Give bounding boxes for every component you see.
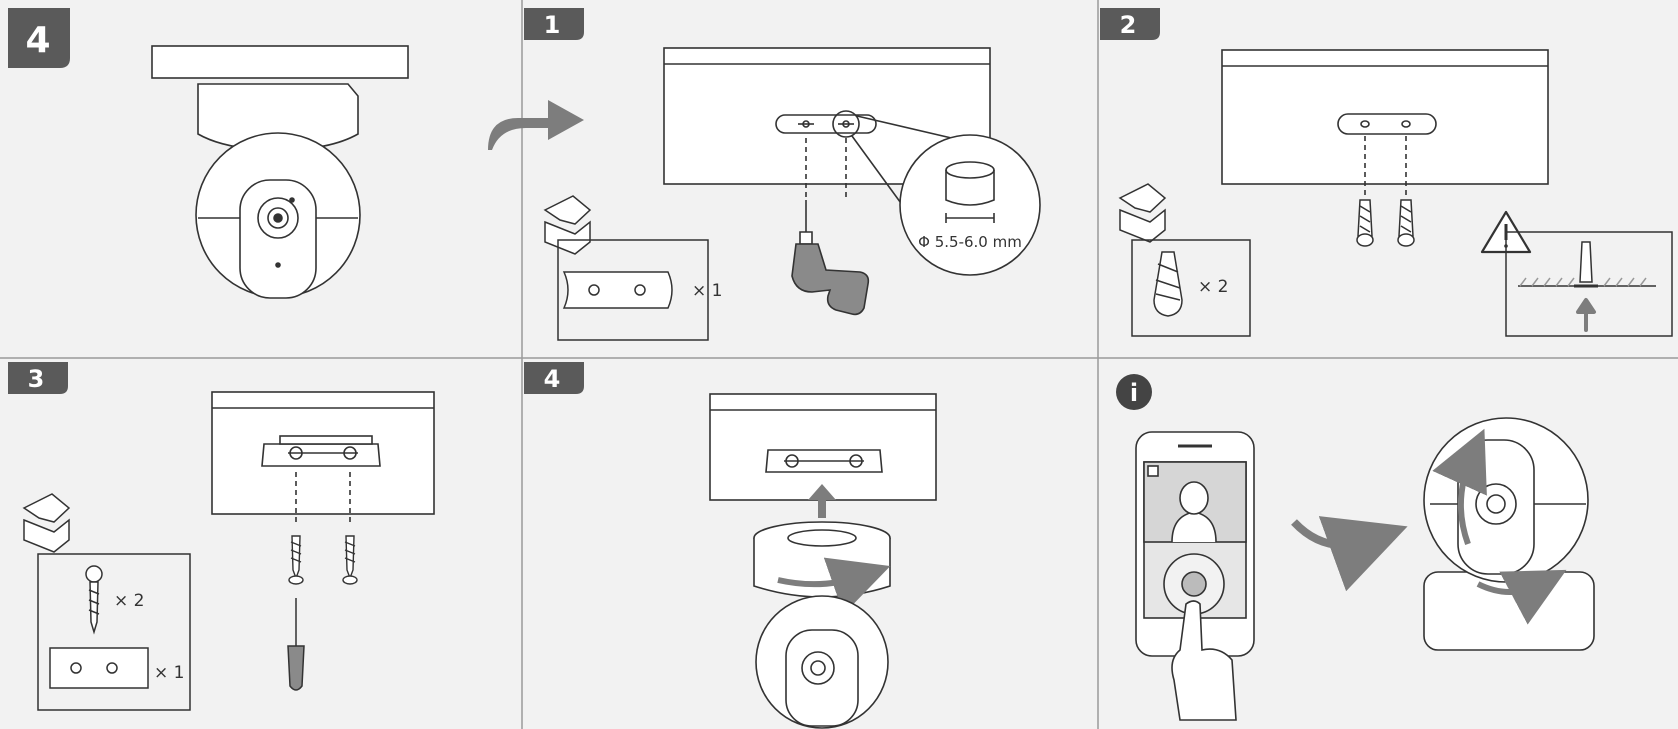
drill-icon: [791, 200, 870, 316]
step-badge-2: 2: [1100, 8, 1160, 40]
step-badge-3-label: 3: [28, 365, 45, 393]
twist-arrow: [777, 557, 891, 615]
step-badge-main: 4: [8, 8, 70, 68]
step-badge-4: 4: [524, 362, 584, 394]
attach-up-arrow: [808, 484, 836, 518]
step-badge-1-label: 1: [544, 11, 561, 39]
smartphone-illustration: [1135, 431, 1255, 657]
ceiling-board-3: [211, 391, 435, 526]
info-icon-label: i: [1130, 379, 1138, 407]
plate-qty-label-1: × 1: [692, 281, 722, 301]
plate-qty-label-3: × 1: [154, 663, 184, 683]
camera-rotating: [1423, 417, 1595, 651]
ceiling-board-4: [709, 393, 937, 501]
parts-box-3: [22, 493, 191, 711]
screw-qty-label: × 2: [114, 591, 144, 611]
screw-pair: [288, 535, 358, 585]
mounted-camera-illustration: [151, 45, 409, 299]
camera-ball-4: [755, 595, 889, 729]
screwdriver-icon: [287, 598, 305, 691]
parts-box-1: [543, 195, 709, 341]
tilt-arrow: [1432, 428, 1487, 546]
pan-arrow: [1476, 569, 1567, 625]
ceiling-board-1: [663, 47, 1041, 276]
step-badge-3: 3: [8, 362, 68, 394]
info-icon: i: [1116, 374, 1152, 410]
next-arrow: [488, 100, 584, 150]
ceiling-board-2: [1221, 49, 1549, 196]
push-up-arrow: [1576, 298, 1596, 332]
step-badge-4-label: 4: [544, 365, 561, 393]
pointing-hand: [1171, 600, 1237, 721]
wall-anchor-pair: [1356, 199, 1415, 247]
control-arrow: [1291, 516, 1408, 592]
hole-size-label: Φ 5.5-6.0 mm: [918, 233, 1022, 251]
anchor-flush-detail: [1505, 231, 1673, 337]
step-badge-1: 1: [524, 8, 584, 40]
parts-box-2: [1118, 183, 1251, 337]
step-badge-2-label: 2: [1120, 11, 1137, 39]
anchor-qty-label: × 2: [1198, 277, 1228, 297]
step-badge-main-label: 4: [25, 20, 50, 61]
